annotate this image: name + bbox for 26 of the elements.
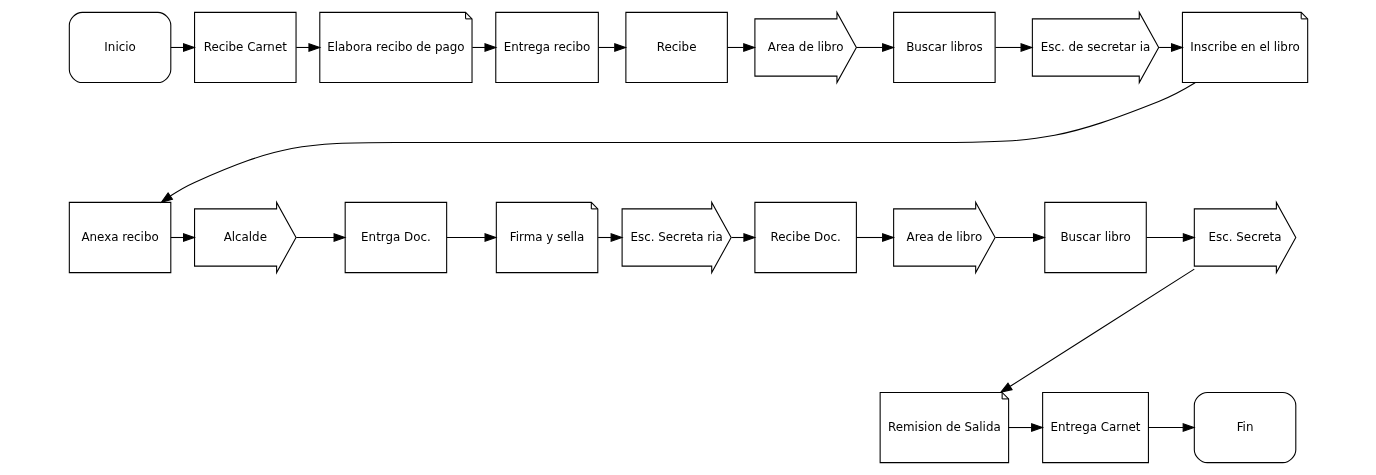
node-box: Buscar libros — [892, 11, 996, 84]
arrow — [855, 42, 895, 53]
node-box: Buscar libro — [1043, 201, 1147, 274]
node-box: Entrga Doc. — [344, 201, 447, 274]
arrow — [295, 232, 346, 243]
arrow — [994, 232, 1046, 243]
node-box: Entrega recibo — [494, 11, 599, 84]
node-box: Entrega Carnet — [1041, 391, 1149, 464]
node-box: Fin — [1193, 391, 1296, 464]
arrow — [169, 232, 196, 243]
arrow — [726, 42, 756, 53]
arrow — [159, 82, 1196, 204]
node-box: Inicio — [68, 11, 171, 84]
node-box: Anexa recibo — [68, 201, 171, 274]
arrow — [855, 232, 895, 243]
arrow — [1007, 422, 1044, 433]
arrow — [994, 42, 1033, 53]
node-box: Recibe — [624, 11, 728, 84]
arrow — [1145, 232, 1196, 243]
arrow — [1147, 422, 1196, 433]
arrow — [1158, 42, 1184, 53]
arrow — [445, 232, 497, 243]
node-box: Recibe Carnet — [193, 11, 297, 84]
arrow — [169, 42, 196, 53]
arrow — [999, 268, 1195, 394]
node-box: Recibe Doc. — [753, 201, 857, 274]
